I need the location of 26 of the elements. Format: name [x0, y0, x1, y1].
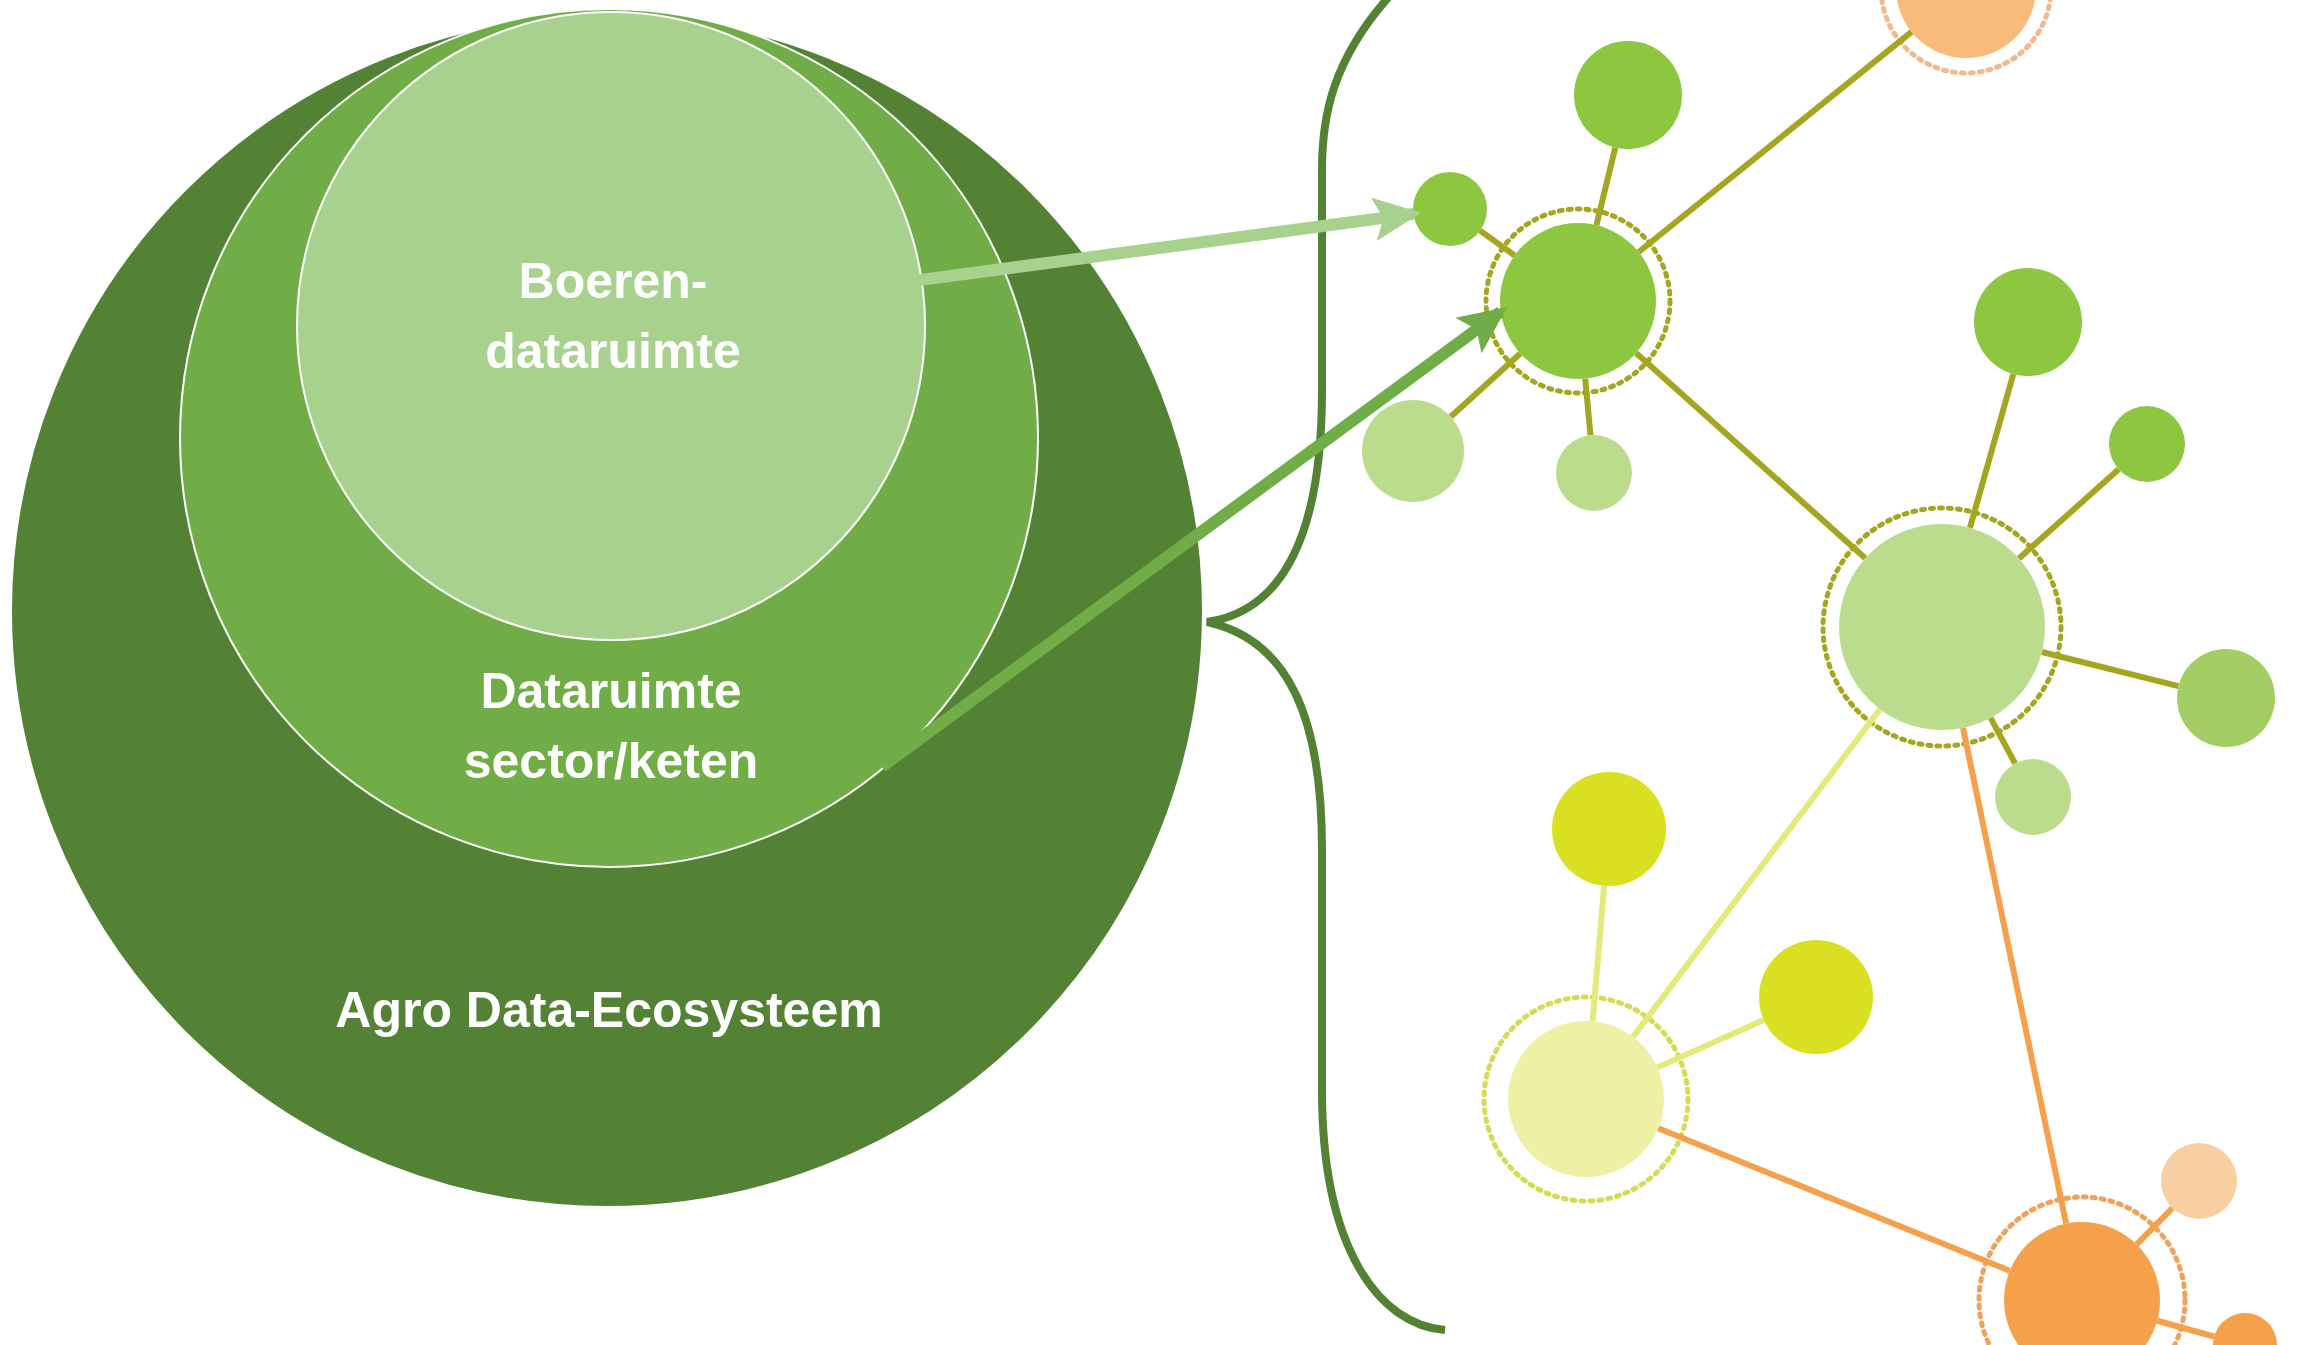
connector-line	[1589, 885, 1608, 1022]
network-node-circle	[2004, 1222, 2160, 1345]
connector-line	[2134, 1206, 2175, 1247]
circle-label: Boeren- dataruimte	[484, 252, 742, 381]
arrow	[918, 197, 1422, 287]
connector-line	[1582, 378, 1594, 436]
connector-line	[1630, 707, 1883, 1039]
network-node-circle	[1500, 223, 1656, 379]
network-node-circle	[1508, 1021, 1664, 1177]
connector-line	[1656, 1017, 1766, 1071]
network-node-circle	[1362, 400, 1464, 502]
network-node-circle	[1839, 524, 2045, 730]
connector-line	[1960, 727, 2070, 1225]
circle-label: Dataruimte sector/keten	[462, 662, 760, 791]
connector-line	[1478, 228, 1517, 258]
connector-line	[1593, 146, 1619, 226]
connector-line	[1636, 29, 1914, 255]
connector-line	[1634, 350, 1868, 561]
connector-line	[1448, 351, 1523, 419]
connector-line	[1987, 716, 2018, 765]
circle-label: Agro Data-Ecosysteem	[334, 981, 884, 1040]
connector-line	[2156, 1317, 2215, 1340]
connector-line	[2016, 467, 2121, 561]
connector-line	[2041, 649, 2180, 690]
connector-line	[1657, 1125, 2011, 1274]
connector-line	[1967, 373, 2017, 529]
